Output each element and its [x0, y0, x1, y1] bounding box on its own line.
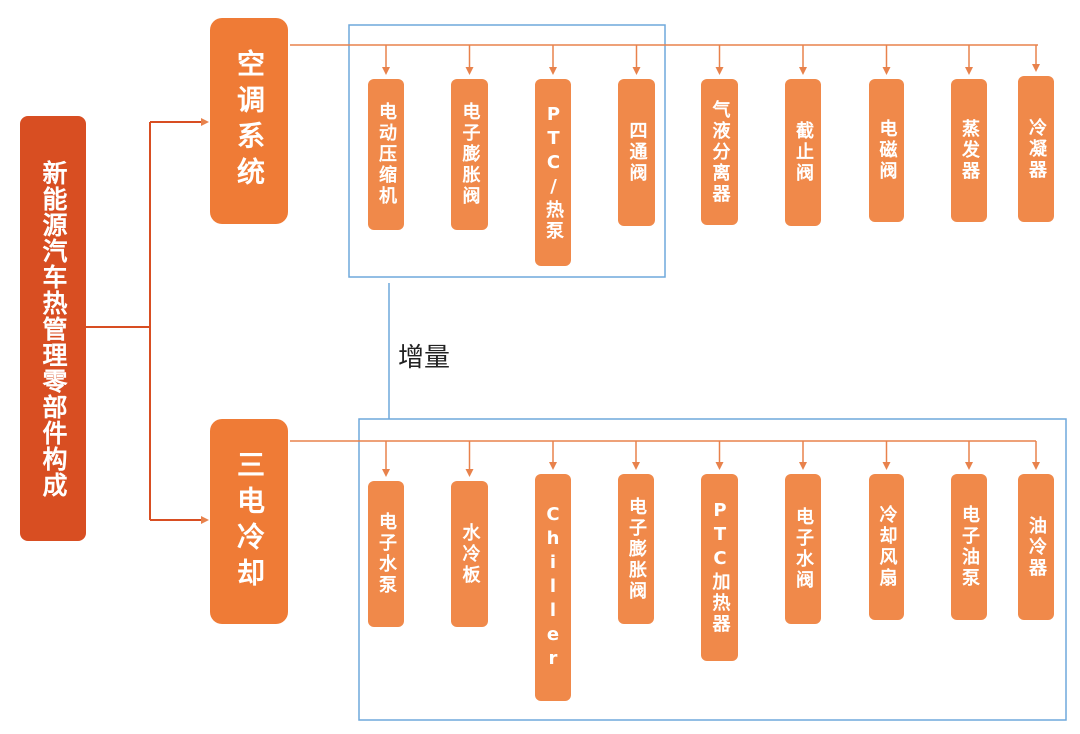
- category-battery-motor-cooling: 三电冷却: [210, 419, 288, 624]
- ac-part-2: PTC/热泵: [535, 79, 571, 266]
- cooling-part-1: 水冷板: [451, 481, 488, 627]
- ac-part-3: 四通阀: [618, 79, 655, 226]
- incremental-frame-cooling: [358, 418, 1067, 721]
- ac-part-7: 蒸发器: [951, 79, 987, 222]
- cooling-part-6: 冷却风扇: [869, 474, 904, 620]
- cooling-part-8: 油冷器: [1018, 474, 1054, 620]
- ac-part-0: 电动压缩机: [368, 79, 404, 230]
- cooling-part-4: PTC加热器: [701, 474, 738, 661]
- incremental-frame-ac: [348, 24, 666, 278]
- cooling-part-7: 电子油泵: [951, 474, 987, 620]
- ac-part-1: 电子膨胀阀: [451, 79, 488, 230]
- ac-part-5: 截止阀: [785, 79, 821, 226]
- ac-part-6: 电磁阀: [869, 79, 904, 222]
- cooling-part-3: 电子膨胀阀: [618, 474, 654, 624]
- root-node: 新能源汽车热管理零部件构成: [20, 116, 86, 541]
- category-air-conditioning: 空调系统: [210, 18, 288, 224]
- incremental-note: 增量: [398, 343, 451, 373]
- ac-part-4: 气液分离器: [701, 79, 738, 225]
- cooling-part-5: 电子水阀: [785, 474, 821, 624]
- cooling-part-0: 电子水泵: [368, 481, 404, 627]
- cooling-part-2: Chiller: [535, 474, 571, 701]
- ac-part-8: 冷凝器: [1018, 76, 1054, 222]
